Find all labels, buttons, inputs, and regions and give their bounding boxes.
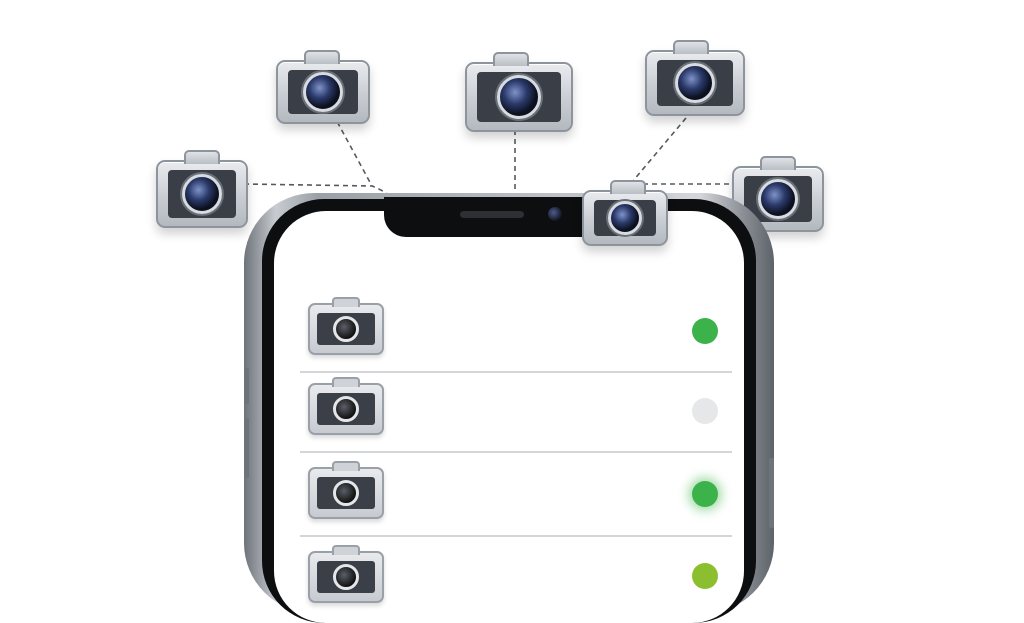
camera-icon [308,377,384,435]
side-button [769,458,774,528]
front-camera-icon [548,207,562,221]
side-button [244,368,249,404]
connector-line [589,117,687,233]
side-button [244,418,249,478]
floating-camera-icon [465,52,573,132]
floating-camera-icon [645,40,745,116]
phone-bezel [262,197,756,623]
earpiece-speaker [460,211,524,218]
status-indicator [692,563,718,589]
camera-icon [308,297,384,355]
floating-camera-icon [276,50,370,124]
camera-list-item[interactable] [300,293,732,373]
status-indicator [692,318,718,344]
smartphone [244,193,774,623]
floating-camera-icon [582,180,668,246]
status-indicator [692,481,718,507]
phone-screen [274,211,744,623]
status-indicator [692,398,718,424]
camera-list-item[interactable] [300,373,732,453]
camera-list-item[interactable] [300,537,732,615]
camera-list-item[interactable] [300,453,732,537]
camera-icon [308,545,384,603]
camera-icon [308,461,384,519]
connector-line [332,113,373,187]
floating-camera-icon [156,150,248,228]
